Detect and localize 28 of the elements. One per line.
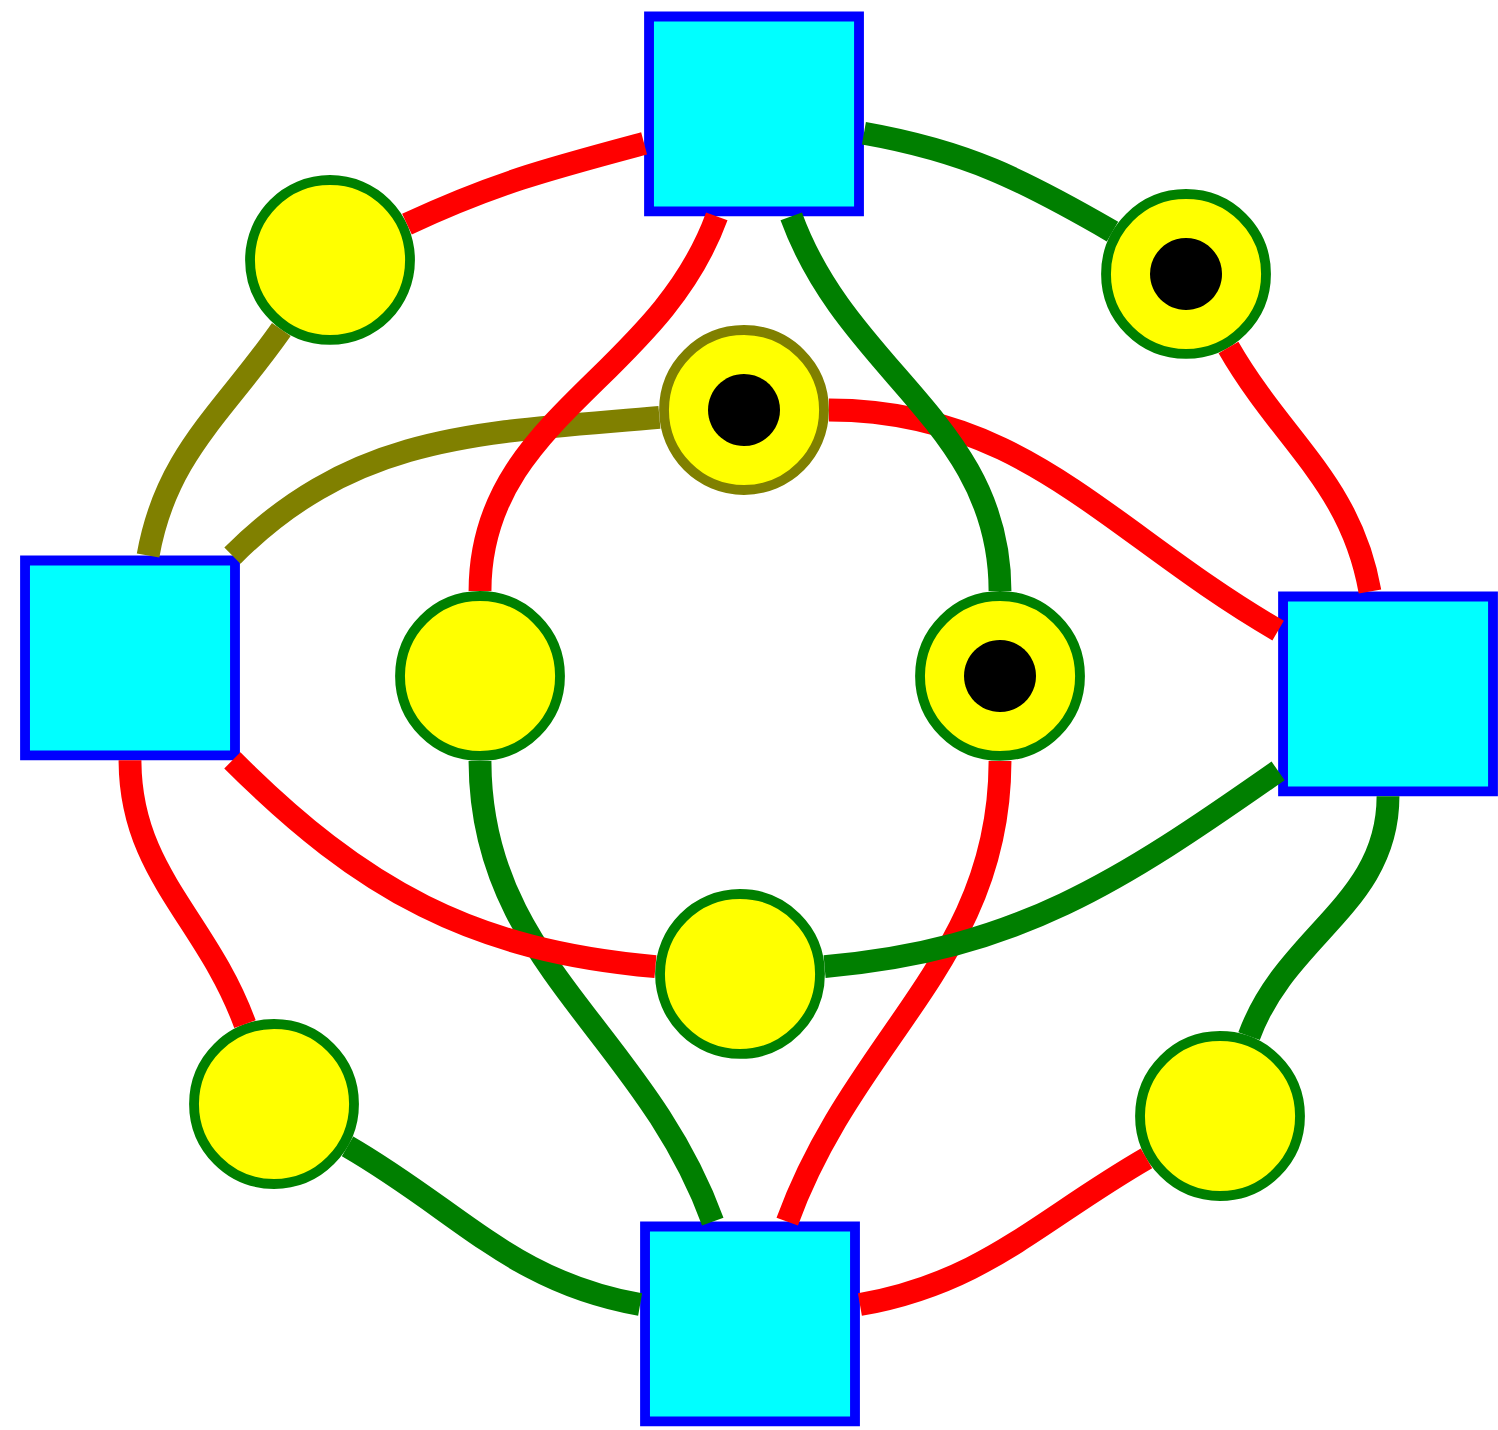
connector-line bbox=[402, 132, 648, 235]
connector-line bbox=[823, 761, 1285, 978]
connector-line bbox=[776, 760, 1012, 1226]
connector-line bbox=[468, 760, 724, 1226]
connector-line bbox=[224, 406, 661, 564]
connector-line bbox=[780, 211, 1012, 592]
connector-line bbox=[468, 211, 728, 593]
connector-line bbox=[828, 398, 1285, 641]
circle-node bbox=[395, 591, 565, 761]
circle-node bbox=[189, 1019, 359, 1189]
circle-node bbox=[245, 175, 415, 345]
square-node bbox=[20, 555, 240, 761]
connector-line bbox=[341, 1136, 643, 1316]
dotted-circle-node bbox=[915, 591, 1085, 761]
square-node bbox=[640, 1221, 860, 1427]
dotted-circle-node bbox=[1101, 189, 1271, 359]
square-node bbox=[644, 11, 864, 217]
connector-line bbox=[136, 322, 291, 558]
connector-line bbox=[224, 752, 657, 978]
circle-node bbox=[655, 889, 825, 1059]
connector-line bbox=[1238, 795, 1400, 1041]
square-node bbox=[1278, 591, 1498, 797]
connector-line bbox=[1218, 341, 1382, 595]
circle-node bbox=[1135, 1031, 1305, 1201]
dotted-circle-node bbox=[659, 325, 829, 495]
connector-line bbox=[118, 759, 256, 1029]
connector-line bbox=[857, 1148, 1153, 1316]
connector-line bbox=[861, 122, 1119, 242]
